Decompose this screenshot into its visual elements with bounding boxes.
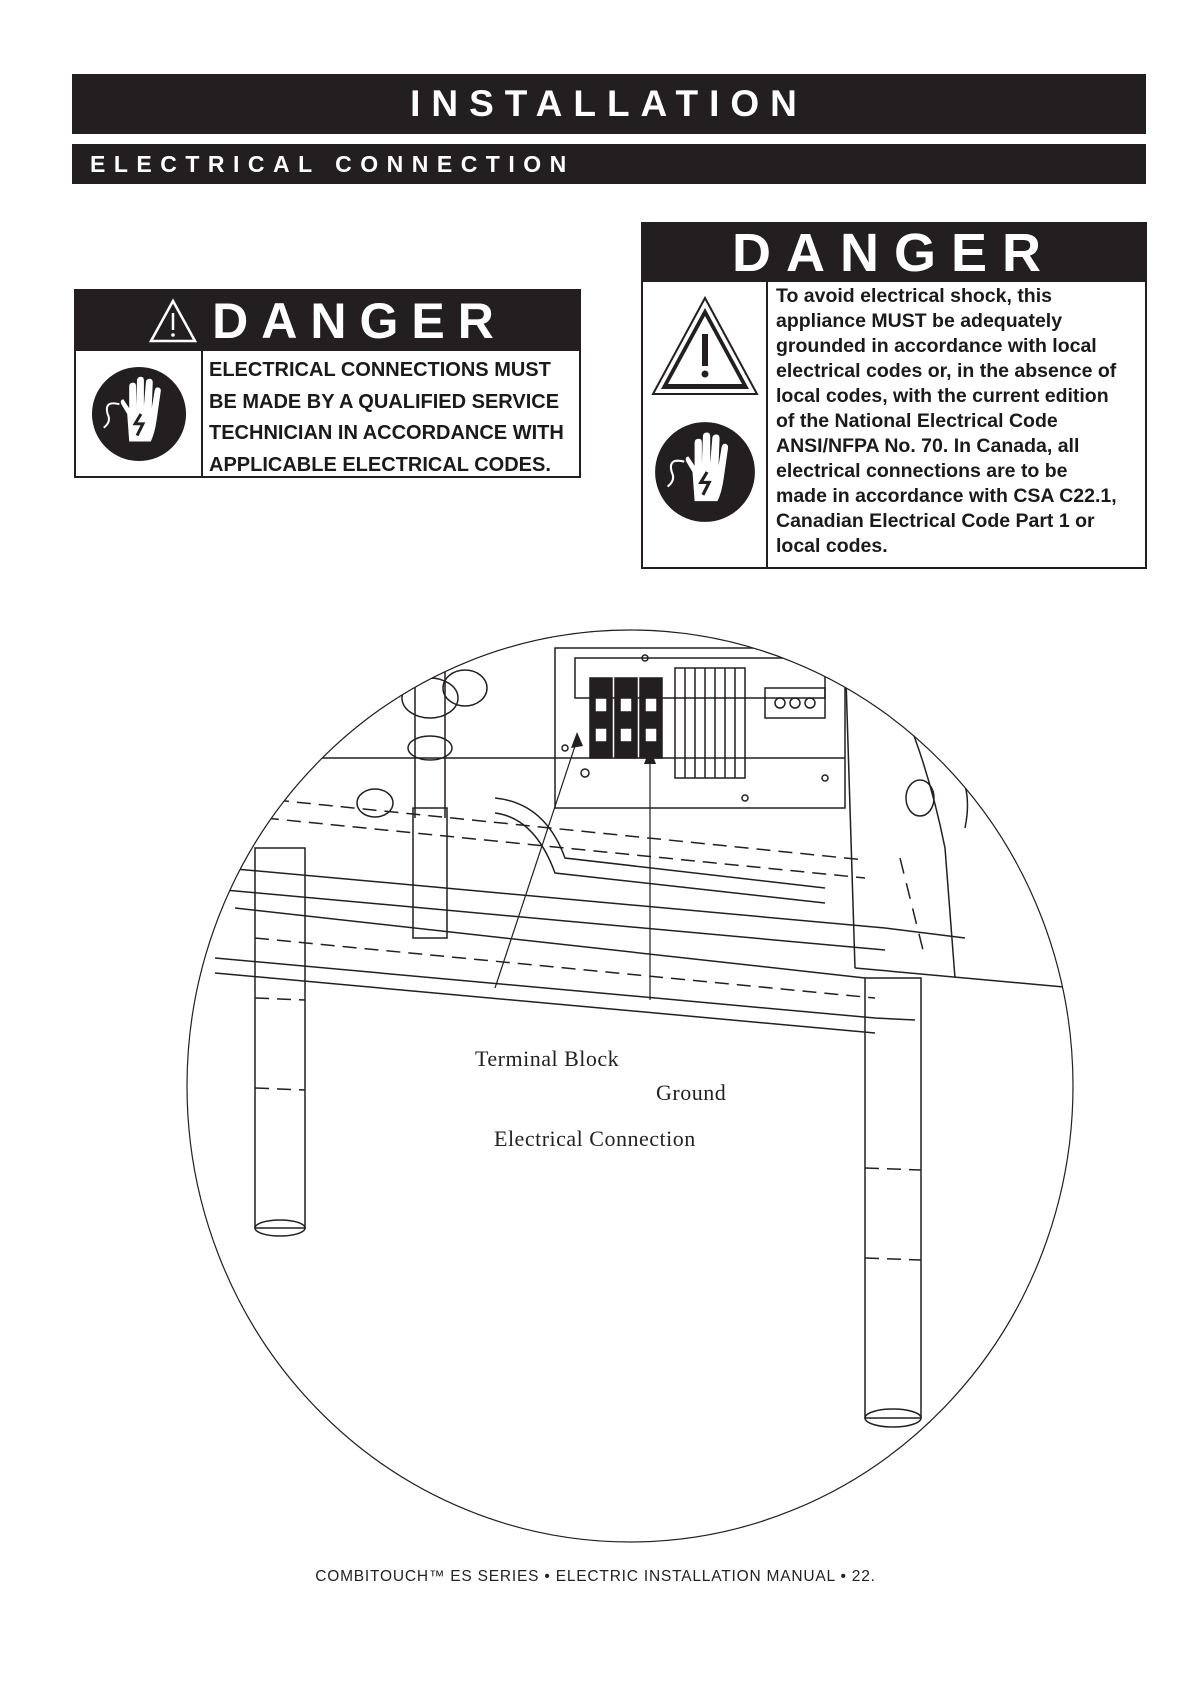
callout-ground: Ground xyxy=(656,1080,727,1105)
danger-line: Canadian Electrical Code Part 1 or xyxy=(776,510,1095,532)
danger-label-grounding: DANGER To avoid electrical shock, this a… xyxy=(641,222,1147,569)
danger-line: ELECTRICAL CONNECTIONS MUST xyxy=(209,359,551,381)
danger-message: ELECTRICAL CONNECTIONS MUST BE MADE BY A… xyxy=(203,351,579,476)
subsection-title-bar: ELECTRICAL CONNECTION xyxy=(72,144,1146,184)
danger-line: To avoid electrical shock, this xyxy=(776,285,1052,307)
danger-line: appliance MUST be adequately xyxy=(776,310,1063,332)
danger-line: local codes, with the current edition xyxy=(776,385,1109,407)
danger-line: electrical codes or, in the absence of xyxy=(776,360,1117,382)
danger-heading: DANGER xyxy=(731,223,1056,283)
danger-line: ANSI/NFPA No. 70. In Canada, all xyxy=(776,435,1080,457)
danger-line: TECHNICIAN IN ACCORDANCE WITH xyxy=(209,422,564,444)
shock-icon-cell xyxy=(76,351,203,476)
danger-line: of the National Electrical Code xyxy=(776,410,1058,432)
danger-heading: DANGER xyxy=(212,293,507,349)
danger-heading-bar: DANGER xyxy=(643,223,1145,283)
section-title-bar: INSTALLATION xyxy=(72,74,1146,134)
section-title: INSTALLATION xyxy=(410,83,808,124)
danger-line: electrical connections are to be xyxy=(776,460,1068,482)
callout-terminal-block: Terminal Block xyxy=(475,1046,620,1071)
danger-line: BE MADE BY A QUALIFIED SERVICE xyxy=(209,390,560,413)
danger-label-qualified-technician: DANGER ELECTRICAL CONNECTIONS MUST BE MA… xyxy=(74,289,581,478)
electric-shock-hand-icon xyxy=(654,422,755,522)
danger-message: To avoid electrical shock, this applianc… xyxy=(768,282,1145,567)
electric-shock-hand-icon xyxy=(91,366,186,461)
electrical-connection-illustration xyxy=(186,629,1074,1543)
danger-line: grounded in accordance with local xyxy=(776,335,1097,357)
danger-heading-bar: DANGER xyxy=(76,291,579,351)
page-footer: COMBITOUCH™ ES SERIES • ELECTRIC INSTALL… xyxy=(315,1568,876,1585)
warning-triangle-icon xyxy=(149,298,198,343)
callout-electrical-connection: Electrical Connection xyxy=(494,1126,696,1151)
subsection-title: ELECTRICAL CONNECTION xyxy=(90,150,575,177)
danger-line: local codes. xyxy=(776,535,888,557)
danger-line: made in accordance with CSA C22.1, xyxy=(776,485,1117,507)
warning-triangle-icon xyxy=(650,295,759,395)
danger-line: APPLICABLE ELECTRICAL CODES. xyxy=(209,453,551,476)
warning-icons-cell xyxy=(643,282,768,567)
